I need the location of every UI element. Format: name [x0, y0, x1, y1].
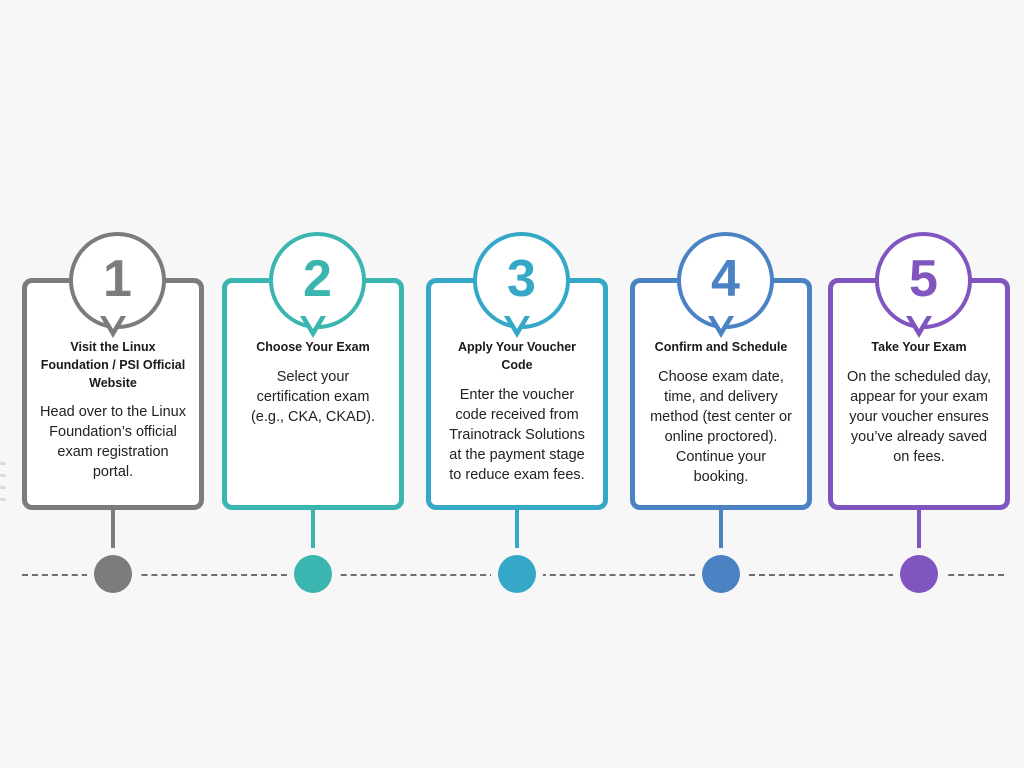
step-4-badge-pointer-inner — [712, 314, 730, 329]
step-4-timeline-dot[interactable] — [702, 555, 740, 593]
step-4-connector-line — [719, 508, 723, 564]
step-2-timeline-dot[interactable] — [294, 555, 332, 593]
step-3-card[interactable]: Apply Your Voucher Code Enter the vouche… — [426, 278, 608, 510]
step-3-number-badge: 3 — [472, 232, 570, 329]
step-3-title: Apply Your Voucher Code — [457, 340, 577, 372]
step-3-connector-line — [515, 508, 519, 564]
step-3-number: 3 — [507, 250, 536, 308]
step-1-timeline-dot[interactable] — [94, 555, 132, 593]
clipped-edge-artifact — [0, 462, 7, 514]
step-4-body: Choose exam date, time, and delivery met… — [650, 368, 792, 485]
step-2-card[interactable]: Choose Your Exam Select your certificati… — [222, 278, 404, 510]
step-3-badge-pointer-inner — [508, 314, 526, 329]
step-1: Visit the Linux Foundation / PSI Officia… — [22, 0, 204, 768]
step-4: Confirm and Schedule Choose exam date, t… — [630, 0, 812, 768]
step-3: Apply Your Voucher Code Enter the vouche… — [426, 0, 608, 768]
step-2: Choose Your Exam Select your certificati… — [222, 0, 404, 768]
step-5-connector-line — [917, 508, 921, 564]
step-1-number: 1 — [103, 250, 132, 308]
step-4-number: 4 — [711, 250, 740, 308]
step-2-badge-pointer-inner — [304, 314, 322, 329]
step-2-title: Choose Your Exam — [256, 340, 370, 354]
step-1-badge-pointer-inner — [104, 314, 122, 329]
step-2-connector-line — [311, 508, 315, 564]
step-3-body: Enter the voucher code received from Tra… — [449, 386, 585, 483]
step-2-number-badge: 2 — [268, 232, 366, 329]
step-4-number-badge: 4 — [676, 232, 774, 329]
step-5: Take Your Exam On the scheduled day, app… — [828, 0, 1010, 768]
step-5-number: 5 — [909, 250, 938, 308]
step-2-number: 2 — [303, 250, 332, 308]
step-1-card[interactable]: Visit the Linux Foundation / PSI Officia… — [22, 278, 204, 510]
step-1-body: Head over to the Linux Foundation’s offi… — [40, 404, 186, 481]
step-1-title: Visit the Linux Foundation / PSI Officia… — [40, 340, 186, 390]
step-5-badge-pointer-inner — [910, 314, 928, 329]
step-5-title: Take Your Exam — [871, 340, 967, 354]
step-1-connector-line — [111, 508, 115, 564]
step-2-body: Select your certification exam (e.g., CK… — [250, 368, 376, 425]
step-5-timeline-dot[interactable] — [900, 555, 938, 593]
step-3-timeline-dot[interactable] — [498, 555, 536, 593]
step-4-title: Confirm and Schedule — [654, 340, 788, 354]
step-5-body: On the scheduled day, appear for your ex… — [846, 368, 992, 465]
